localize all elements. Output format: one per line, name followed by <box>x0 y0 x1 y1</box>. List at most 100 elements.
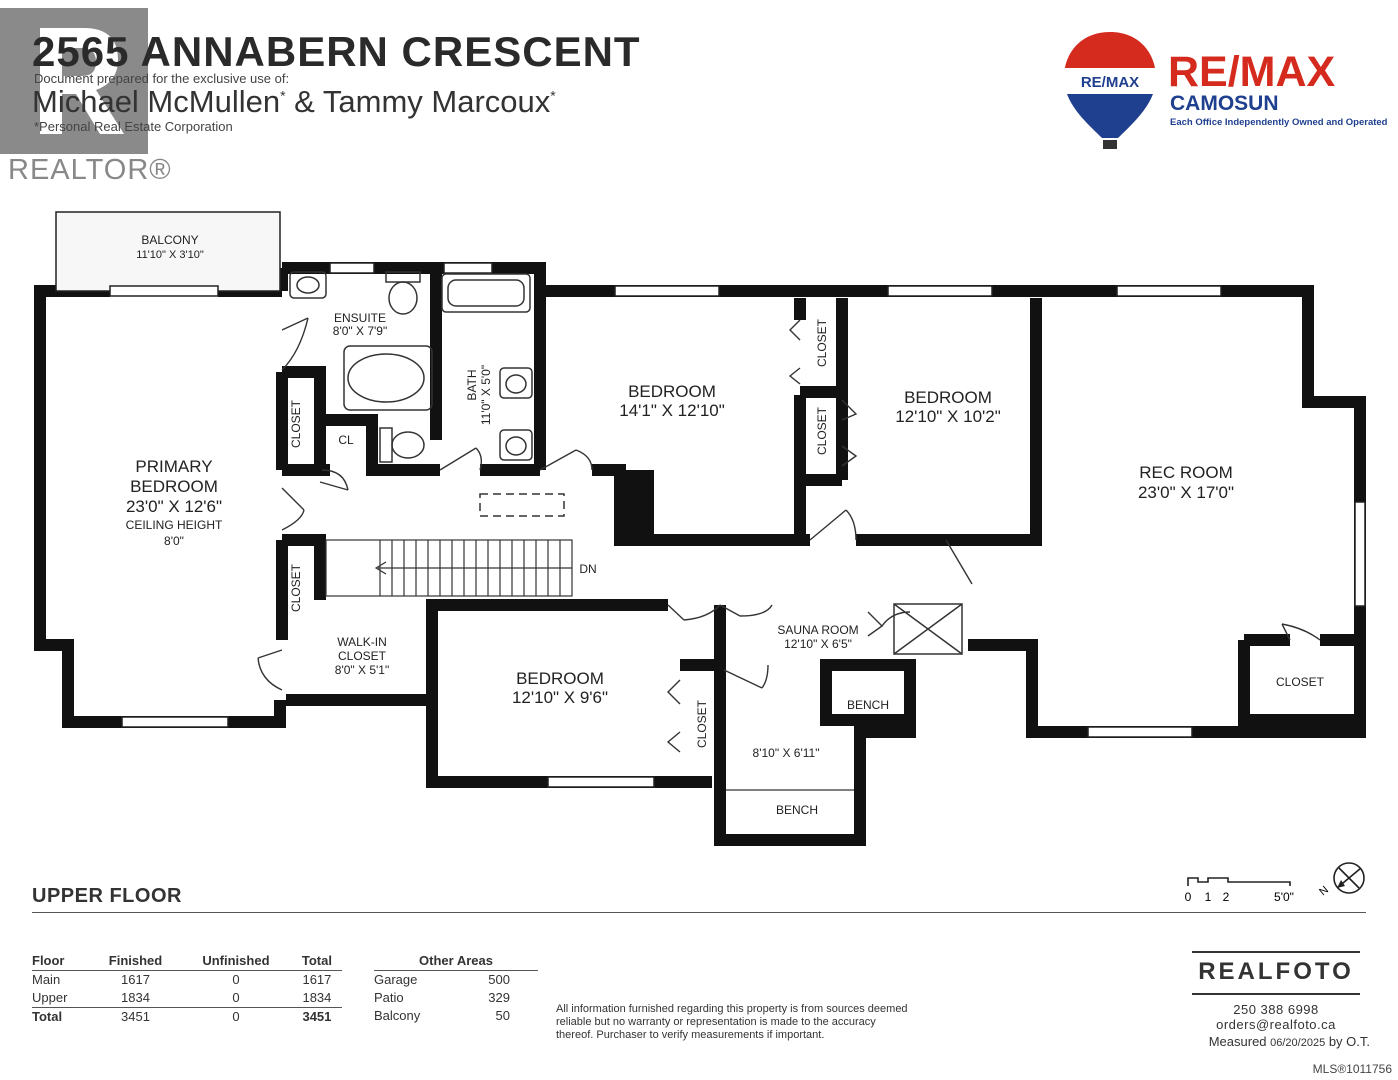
door-swings <box>257 317 1321 753</box>
table-row: Patio 329 <box>374 989 538 1007</box>
table-cell: Upper <box>32 990 68 1005</box>
sauna-room-label: SAUNA ROOM <box>777 623 858 637</box>
scale-tick: 5'0" <box>1274 890 1294 904</box>
table-cell: 1617 <box>302 972 332 987</box>
walkin-dims: 8'0" X 5'1" <box>335 663 389 677</box>
table-cell: 1834 <box>302 990 332 1005</box>
table-cell: 500 <box>488 972 510 987</box>
north-arrow-icon: N <box>1317 862 1365 898</box>
table-cell: Balcony <box>374 1008 421 1023</box>
stairs-down-label: DN <box>579 562 596 576</box>
table-row: Upper 1834 0 1834 <box>32 989 342 1008</box>
realtor-wordmark: REALTOR® <box>8 154 172 186</box>
area-header: Finished <box>90 952 180 971</box>
walkin-label-1: WALK-IN <box>337 635 387 649</box>
closet-label: CLOSET <box>815 406 829 455</box>
bedroom-a-dims: 14'1" X 12'10" <box>619 401 725 420</box>
table-cell: 0 <box>232 990 240 1005</box>
client-separator: & <box>285 84 323 119</box>
measured-suffix: by O.T. <box>1325 1034 1370 1049</box>
windows <box>109 262 1366 788</box>
bedroom-c-dims: 12'10" X 9'6" <box>512 688 608 707</box>
primary-label-2: BEDROOM <box>130 477 218 496</box>
other-areas-header: Other Areas <box>374 952 538 971</box>
table-cell: Main <box>32 972 61 987</box>
scale-bar: 0 1 2 5'0" <box>1185 877 1294 904</box>
closet-label: CLOSET <box>1276 675 1325 689</box>
closet-label: CLOSET <box>289 399 303 448</box>
balcony-label: BALCONY <box>141 233 198 247</box>
floor-label: UPPER FLOOR <box>32 885 182 907</box>
other-areas-table: Other Areas Garage 500 Patio 329 Balcony… <box>374 952 538 1025</box>
client-name-1: Michael McMullen <box>32 84 281 119</box>
area-header: Total <box>291 952 342 971</box>
area-header: Unfinished <box>180 952 292 971</box>
scale-tick: 1 <box>1205 890 1212 904</box>
remax-office: CAMOSUN <box>1170 92 1279 115</box>
mls-number: MLS®1011756 <box>1312 1062 1392 1076</box>
realfoto-phone: 250 388 6998 <box>1233 1002 1319 1017</box>
closet-label: CLOSET <box>289 563 303 612</box>
table-cell: 329 <box>488 990 510 1005</box>
bench-label: BENCH <box>847 698 889 712</box>
remax-brand: RE/MAX <box>1168 48 1336 96</box>
bath-dims: 11'0" X 5'0" <box>479 365 493 425</box>
remax-balloon-icon: RE/MAX <box>1064 32 1156 149</box>
ceiling-height-label: CEILING HEIGHT <box>126 518 223 532</box>
table-cell: 1617 <box>121 972 150 987</box>
cl-label: CL <box>338 433 354 447</box>
asterisk: * <box>280 87 286 104</box>
prepared-for-note: Document prepared for the exclusive use … <box>34 71 290 86</box>
balloon-text: RE/MAX <box>1081 74 1139 91</box>
table-row: Main 1617 0 1617 <box>32 971 342 990</box>
closet-label: CLOSET <box>695 699 709 748</box>
closet-label: CLOSET <box>815 318 829 367</box>
realfoto-name: REALFOTO <box>1198 958 1354 985</box>
skylight-outline <box>479 493 565 517</box>
table-row: Garage 500 <box>374 971 538 990</box>
client-names: Michael McMullen* & Tammy Marcoux* <box>32 84 556 120</box>
ceiling-height-value: 8'0" <box>164 534 184 548</box>
measured-date: 06/20/2025 <box>1270 1037 1326 1049</box>
bedroom-b-label: BEDROOM <box>904 388 992 407</box>
measured-note: Measured 06/20/2025 by O.T. <box>1160 1034 1370 1049</box>
rec-room-dims: 23'0" X 17'0" <box>1138 483 1234 502</box>
staircase <box>325 539 573 597</box>
table-row-total: Total 3451 0 3451 <box>32 1007 342 1026</box>
client-name-2: Tammy Marcoux <box>322 84 551 119</box>
plan-walls <box>34 262 1366 846</box>
bath-label: BATH <box>465 369 479 400</box>
table-cell: 3451 <box>291 1007 342 1026</box>
area-header: Floor <box>32 952 91 971</box>
area-table: Floor Finished Unfinished Total Main 161… <box>32 952 342 1026</box>
realfoto-email: orders@realfoto.ca <box>1216 1017 1336 1032</box>
property-address-title: 2565 ANNABERN CRESCENT <box>32 28 641 75</box>
table-cell: 1834 <box>121 990 150 1005</box>
ensuite-dims: 8'0" X 7'9" <box>333 324 387 338</box>
asterisk: * <box>550 87 556 104</box>
floor-plan: BALCONY 11'10" X 3'10" ENSUITE 8'0" X 7'… <box>34 211 1366 846</box>
rec-room-label: REC ROOM <box>1139 463 1233 482</box>
north-letter: N <box>1317 884 1331 898</box>
measured-prefix: Measured <box>1208 1034 1271 1049</box>
scale-tick: 0 <box>1185 890 1192 904</box>
corporation-note: *Personal Real Estate Corporation <box>34 119 233 134</box>
realtor-r-icon <box>0 8 148 154</box>
remax-tagline: Each Office Independently Owned and Oper… <box>1170 117 1388 128</box>
table-cell: Garage <box>374 972 418 987</box>
realfoto-logo: REALFOTO <box>1192 951 1360 995</box>
table-cell: Total <box>32 1007 91 1026</box>
primary-dims: 23'0" X 12'6" <box>126 497 222 516</box>
bedroom-b-dims: 12'10" X 10'2" <box>895 407 1001 426</box>
table-cell: 50 <box>495 1008 510 1023</box>
wall-block <box>620 470 654 540</box>
bedroom-c-label: BEDROOM <box>516 669 604 688</box>
sauna-inner-dims: 8'10" X 6'11" <box>753 746 820 760</box>
table-cell: 3451 <box>90 1007 180 1026</box>
scale-tick: 2 <box>1223 890 1230 904</box>
table-cell: 0 <box>180 1007 292 1026</box>
disclaimer: All information furnished regarding this… <box>556 1003 908 1041</box>
primary-label-1: PRIMARY <box>135 457 212 476</box>
table-row: Balcony 50 <box>374 1007 538 1025</box>
table-cell: 0 <box>232 972 240 987</box>
